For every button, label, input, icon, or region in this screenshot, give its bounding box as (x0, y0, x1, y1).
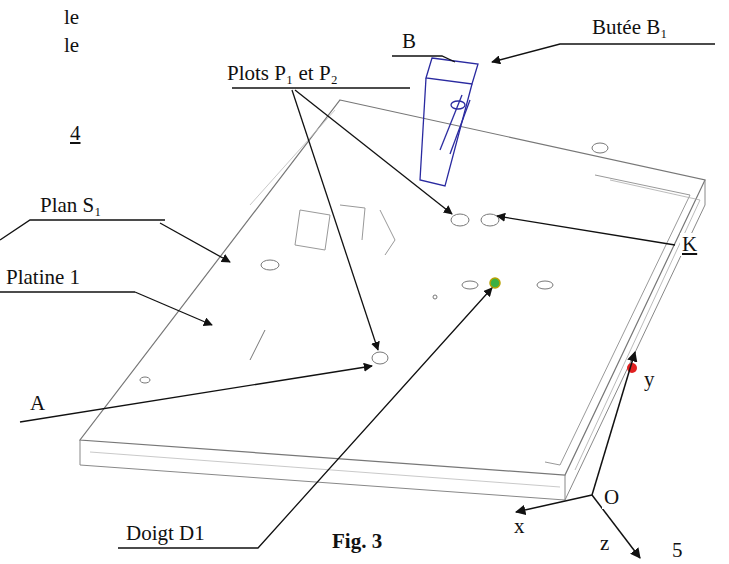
figure-caption: Fig. 3 (330, 530, 384, 553)
axis-letter: x (512, 515, 527, 538)
cut-text: le (62, 34, 81, 57)
part-name: Plots P₁ et P₂ (225, 62, 340, 85)
axes (516, 352, 640, 558)
butee-part (420, 58, 478, 186)
plate-top (80, 100, 705, 475)
origin-letter: O (602, 486, 621, 509)
page-number: 5 (670, 539, 685, 562)
plate-thickness (80, 180, 705, 500)
part-name: Doigt D1 (124, 522, 207, 545)
axis-letter: z (598, 532, 611, 555)
leader-lines (0, 44, 715, 548)
surface-name: Plan S₁ (38, 194, 104, 217)
part-name: Platine 1 (4, 266, 82, 289)
callout-number: 4 (68, 122, 83, 145)
doigt-d1 (490, 278, 500, 288)
holes (140, 143, 608, 383)
axis-letter: y (642, 368, 657, 391)
part-name: Butée B₁ (590, 16, 670, 39)
part-letter: B (400, 30, 418, 53)
point-letter: K (680, 233, 699, 256)
cut-text: le (62, 6, 81, 29)
point-letter: A (28, 392, 47, 415)
